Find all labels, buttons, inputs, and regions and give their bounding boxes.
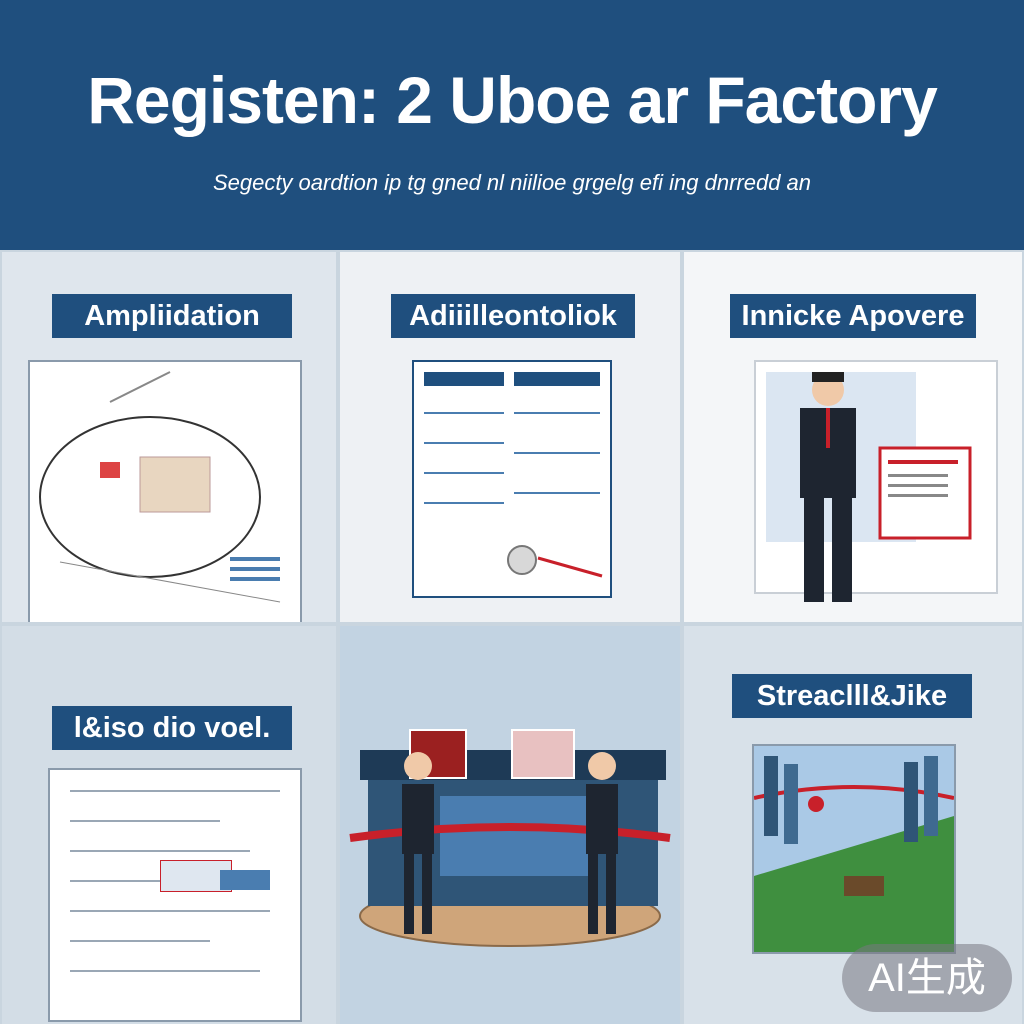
- site-plan-document: [28, 360, 302, 622]
- panel-label: Innicke Apovere: [730, 294, 976, 338]
- panel-documents: l&iso dio voel.: [2, 626, 336, 1024]
- page-title: Registen: 2 Uboe ar Factory: [87, 63, 938, 137]
- panel-label: Adiiilleontoliok: [391, 294, 635, 338]
- panel-label: Ampliidation: [52, 294, 292, 338]
- official-figure: [766, 372, 972, 602]
- panel-ribbon-cutting: [340, 626, 680, 1024]
- panel-label: Streaclll&Jike: [732, 674, 972, 718]
- panel-administration: Adiiilleontoliok: [340, 252, 680, 622]
- approval-scene: [754, 360, 998, 602]
- form-header-bar: [514, 372, 600, 386]
- application-form-document: [412, 360, 612, 598]
- ai-generated-badge: AI生成: [842, 944, 1012, 1012]
- panel-ceremony: Streaclll&Jike: [684, 626, 1022, 1024]
- ceremony-picture: [752, 744, 956, 954]
- site-plan-drawing: [39, 371, 281, 603]
- form-header-bar: [424, 372, 504, 386]
- blueprint-document: [48, 768, 302, 1022]
- panel-label: l&iso dio voel.: [52, 706, 292, 750]
- panel-approval: Innicke Apovere: [684, 252, 1022, 622]
- header-banner: Registen: 2 Uboe ar Factory Segecty oard…: [0, 0, 1024, 250]
- panel-application: Ampliidation: [2, 252, 336, 622]
- ribbon-cutting-illustration: [349, 729, 671, 947]
- page-subtitle: Segecty oardtion ip tg gned nl niilioe g…: [212, 170, 812, 195]
- steps-grid: Ampliidation Adiiilleontoliok: [0, 250, 1024, 1024]
- ceremony-crowd-illustration: [753, 746, 955, 952]
- form-seal: [507, 545, 603, 578]
